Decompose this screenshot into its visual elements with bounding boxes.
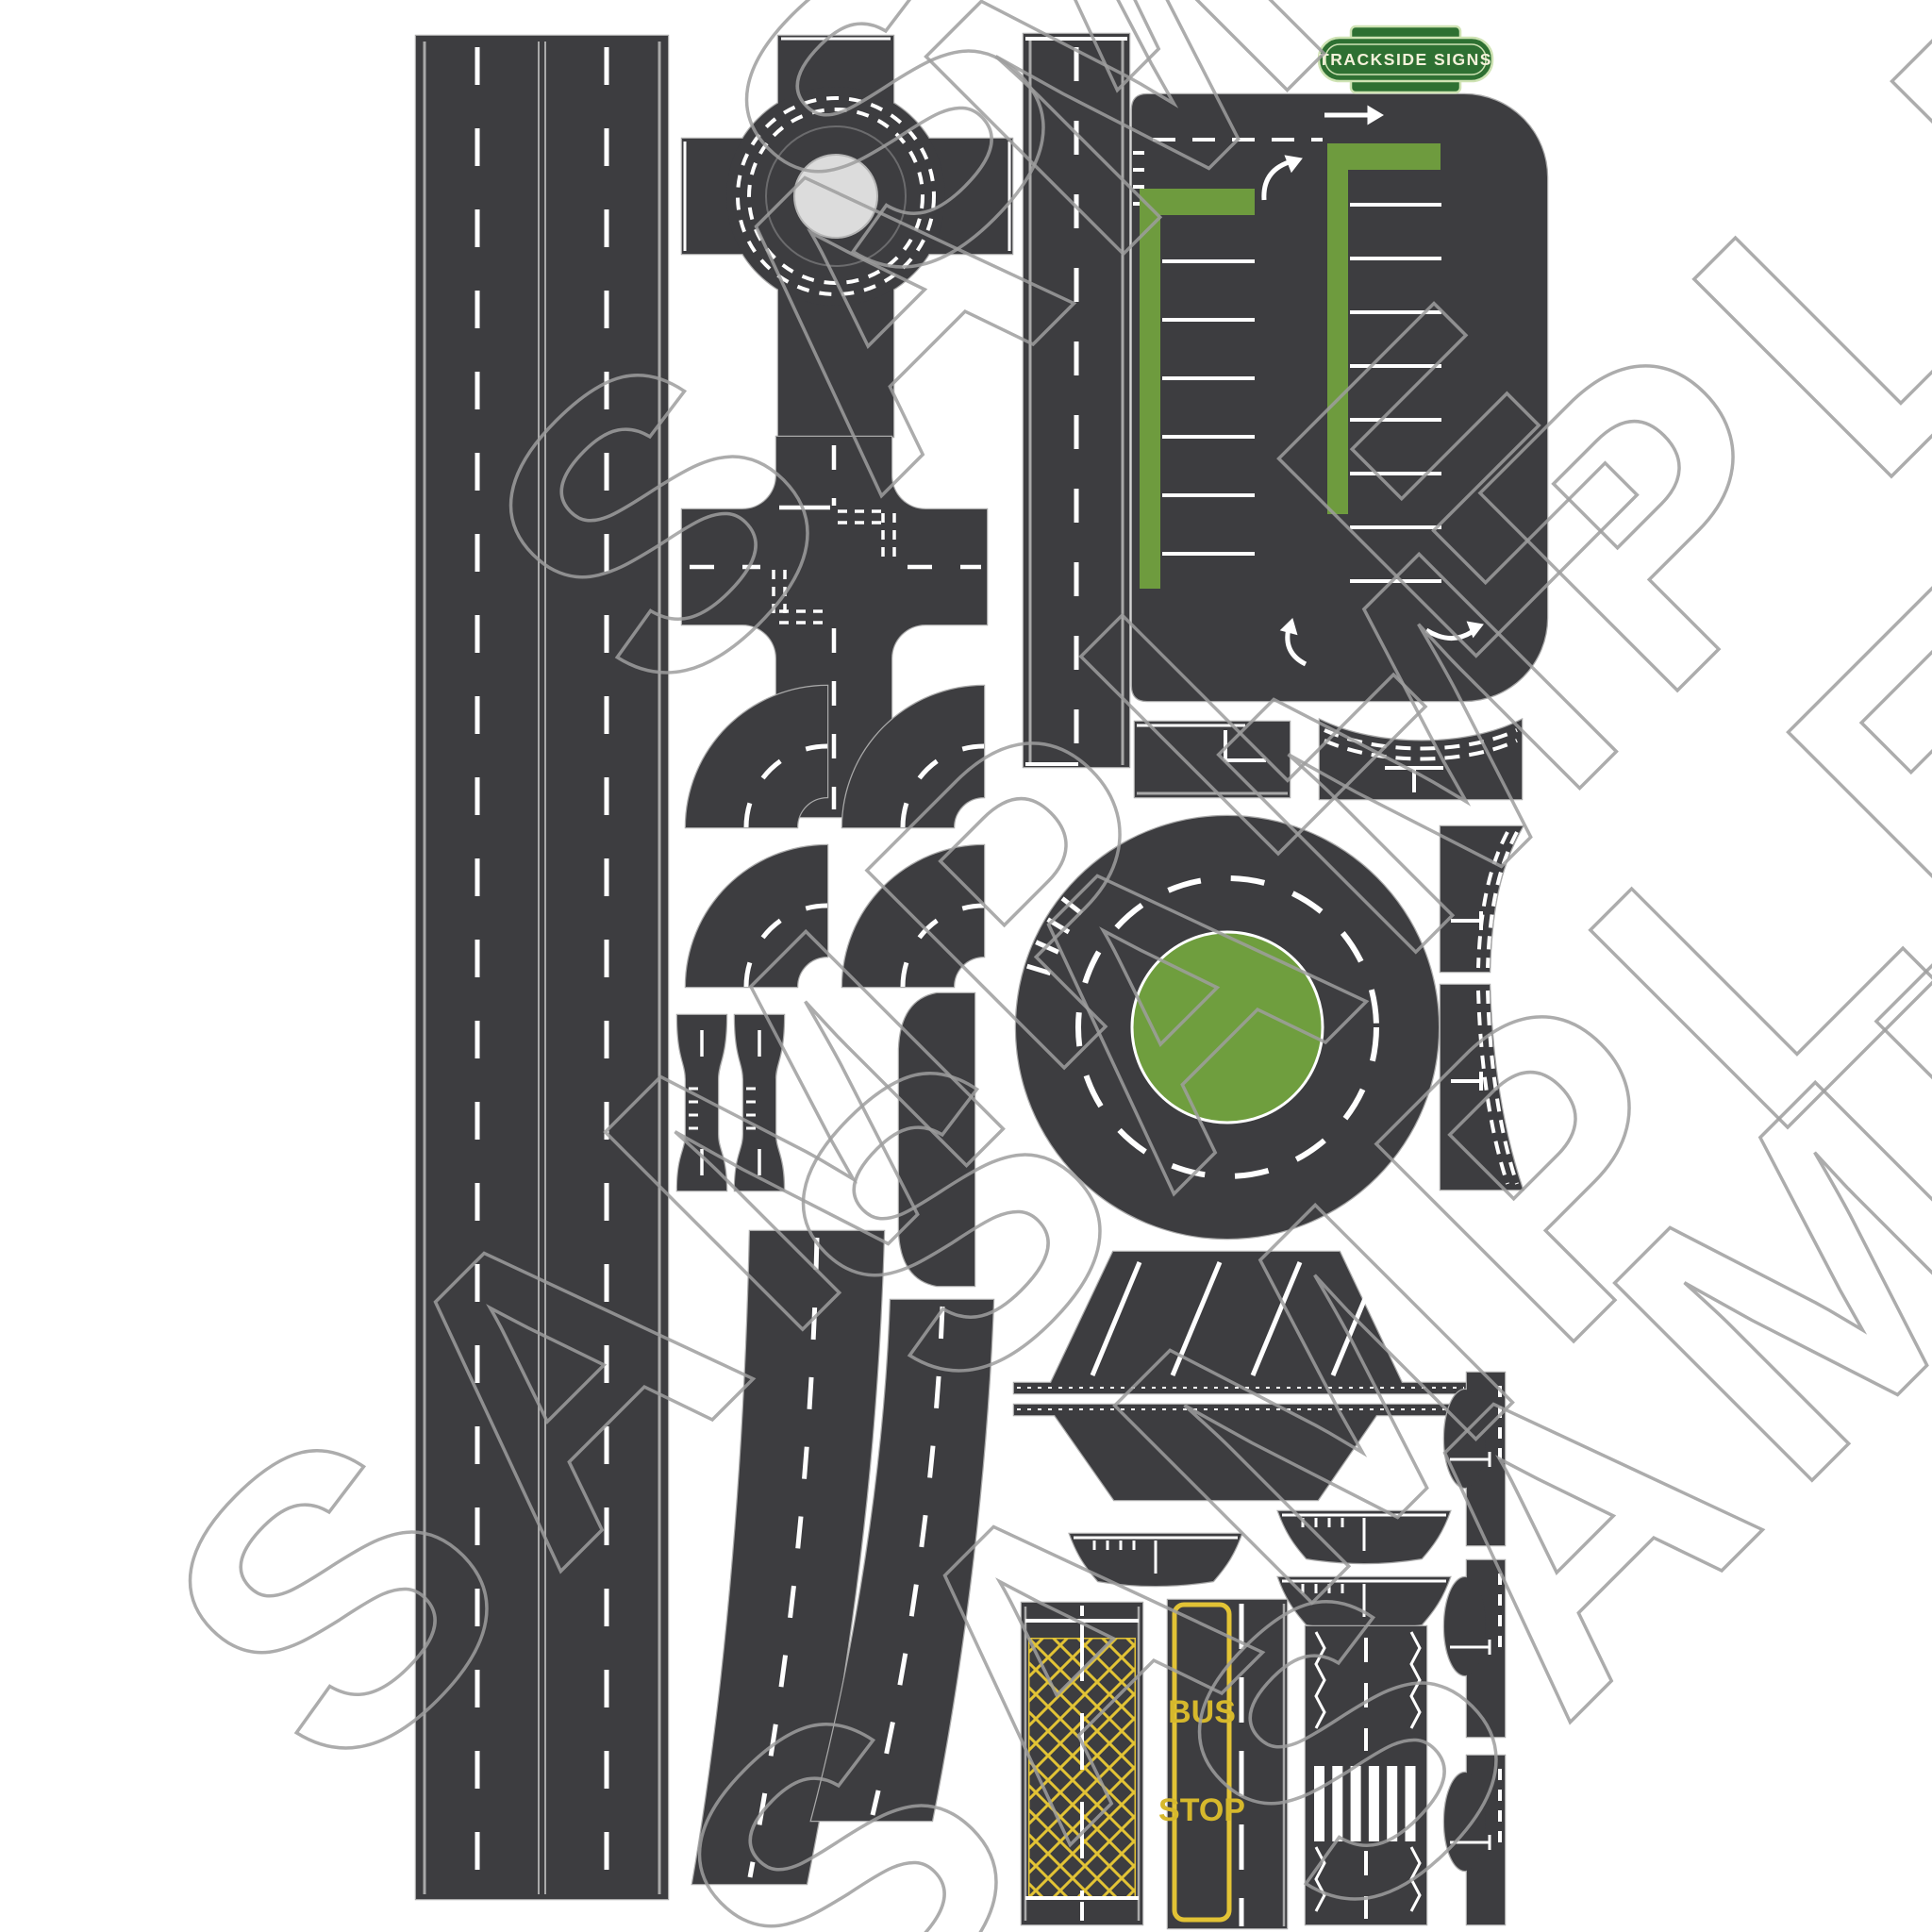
refuge-island: [1012, 1250, 1469, 1502]
buildout-3: [1442, 1754, 1507, 1926]
curve-90-a: [684, 684, 829, 829]
lane-taper-1: [1133, 720, 1291, 799]
large-roundabout: [1014, 814, 1441, 1241]
svg-text:BUS: BUS: [1168, 1694, 1236, 1730]
buildout-2: [1442, 1558, 1507, 1739]
logo-main-bar: [1317, 36, 1494, 83]
car-park: [1130, 92, 1549, 703]
large-curve-inner: [809, 1298, 995, 1823]
dual-carriageway-straight: [414, 34, 670, 1901]
curve-90-c: [684, 843, 829, 989]
layby-3: [1276, 1575, 1452, 1631]
buildout-1: [1442, 1371, 1507, 1547]
slip-taper-down: [1439, 983, 1524, 1191]
zebra-crossing: [1304, 1624, 1428, 1926]
logo-text: TRACKSIDE SIGNS: [1319, 50, 1492, 69]
road-pieces-layer: BUS STOP: [414, 32, 1549, 1930]
trackside-signs-logo: TRACKSIDE SIGNS: [1317, 25, 1494, 94]
sample-watermark: SAMPLE SAMPLE SAMPLE SAMPLE SAMPLE SAMPL…: [79, 0, 1932, 1932]
straight-road: [1022, 32, 1131, 769]
mini-roundabout-crossroads: [680, 34, 1014, 439]
logo-inner-line: [1324, 43, 1487, 75]
curve-90-d: [841, 843, 986, 989]
junction-infill: [897, 991, 976, 1288]
svg-text:STOP: STOP: [1158, 1792, 1245, 1828]
chicane-1: [675, 1013, 728, 1192]
curve-90-b: [841, 684, 986, 829]
bus-stop: BUS STOP: [1158, 1598, 1289, 1930]
chicane-2: [733, 1013, 786, 1192]
layby-1: [1068, 1532, 1243, 1588]
crossroads: [680, 435, 989, 819]
lane-taper-2: [1318, 717, 1524, 801]
slip-taper-up: [1439, 824, 1525, 974]
layby-2: [1276, 1509, 1452, 1565]
yellow-box-junction: [1020, 1601, 1144, 1926]
